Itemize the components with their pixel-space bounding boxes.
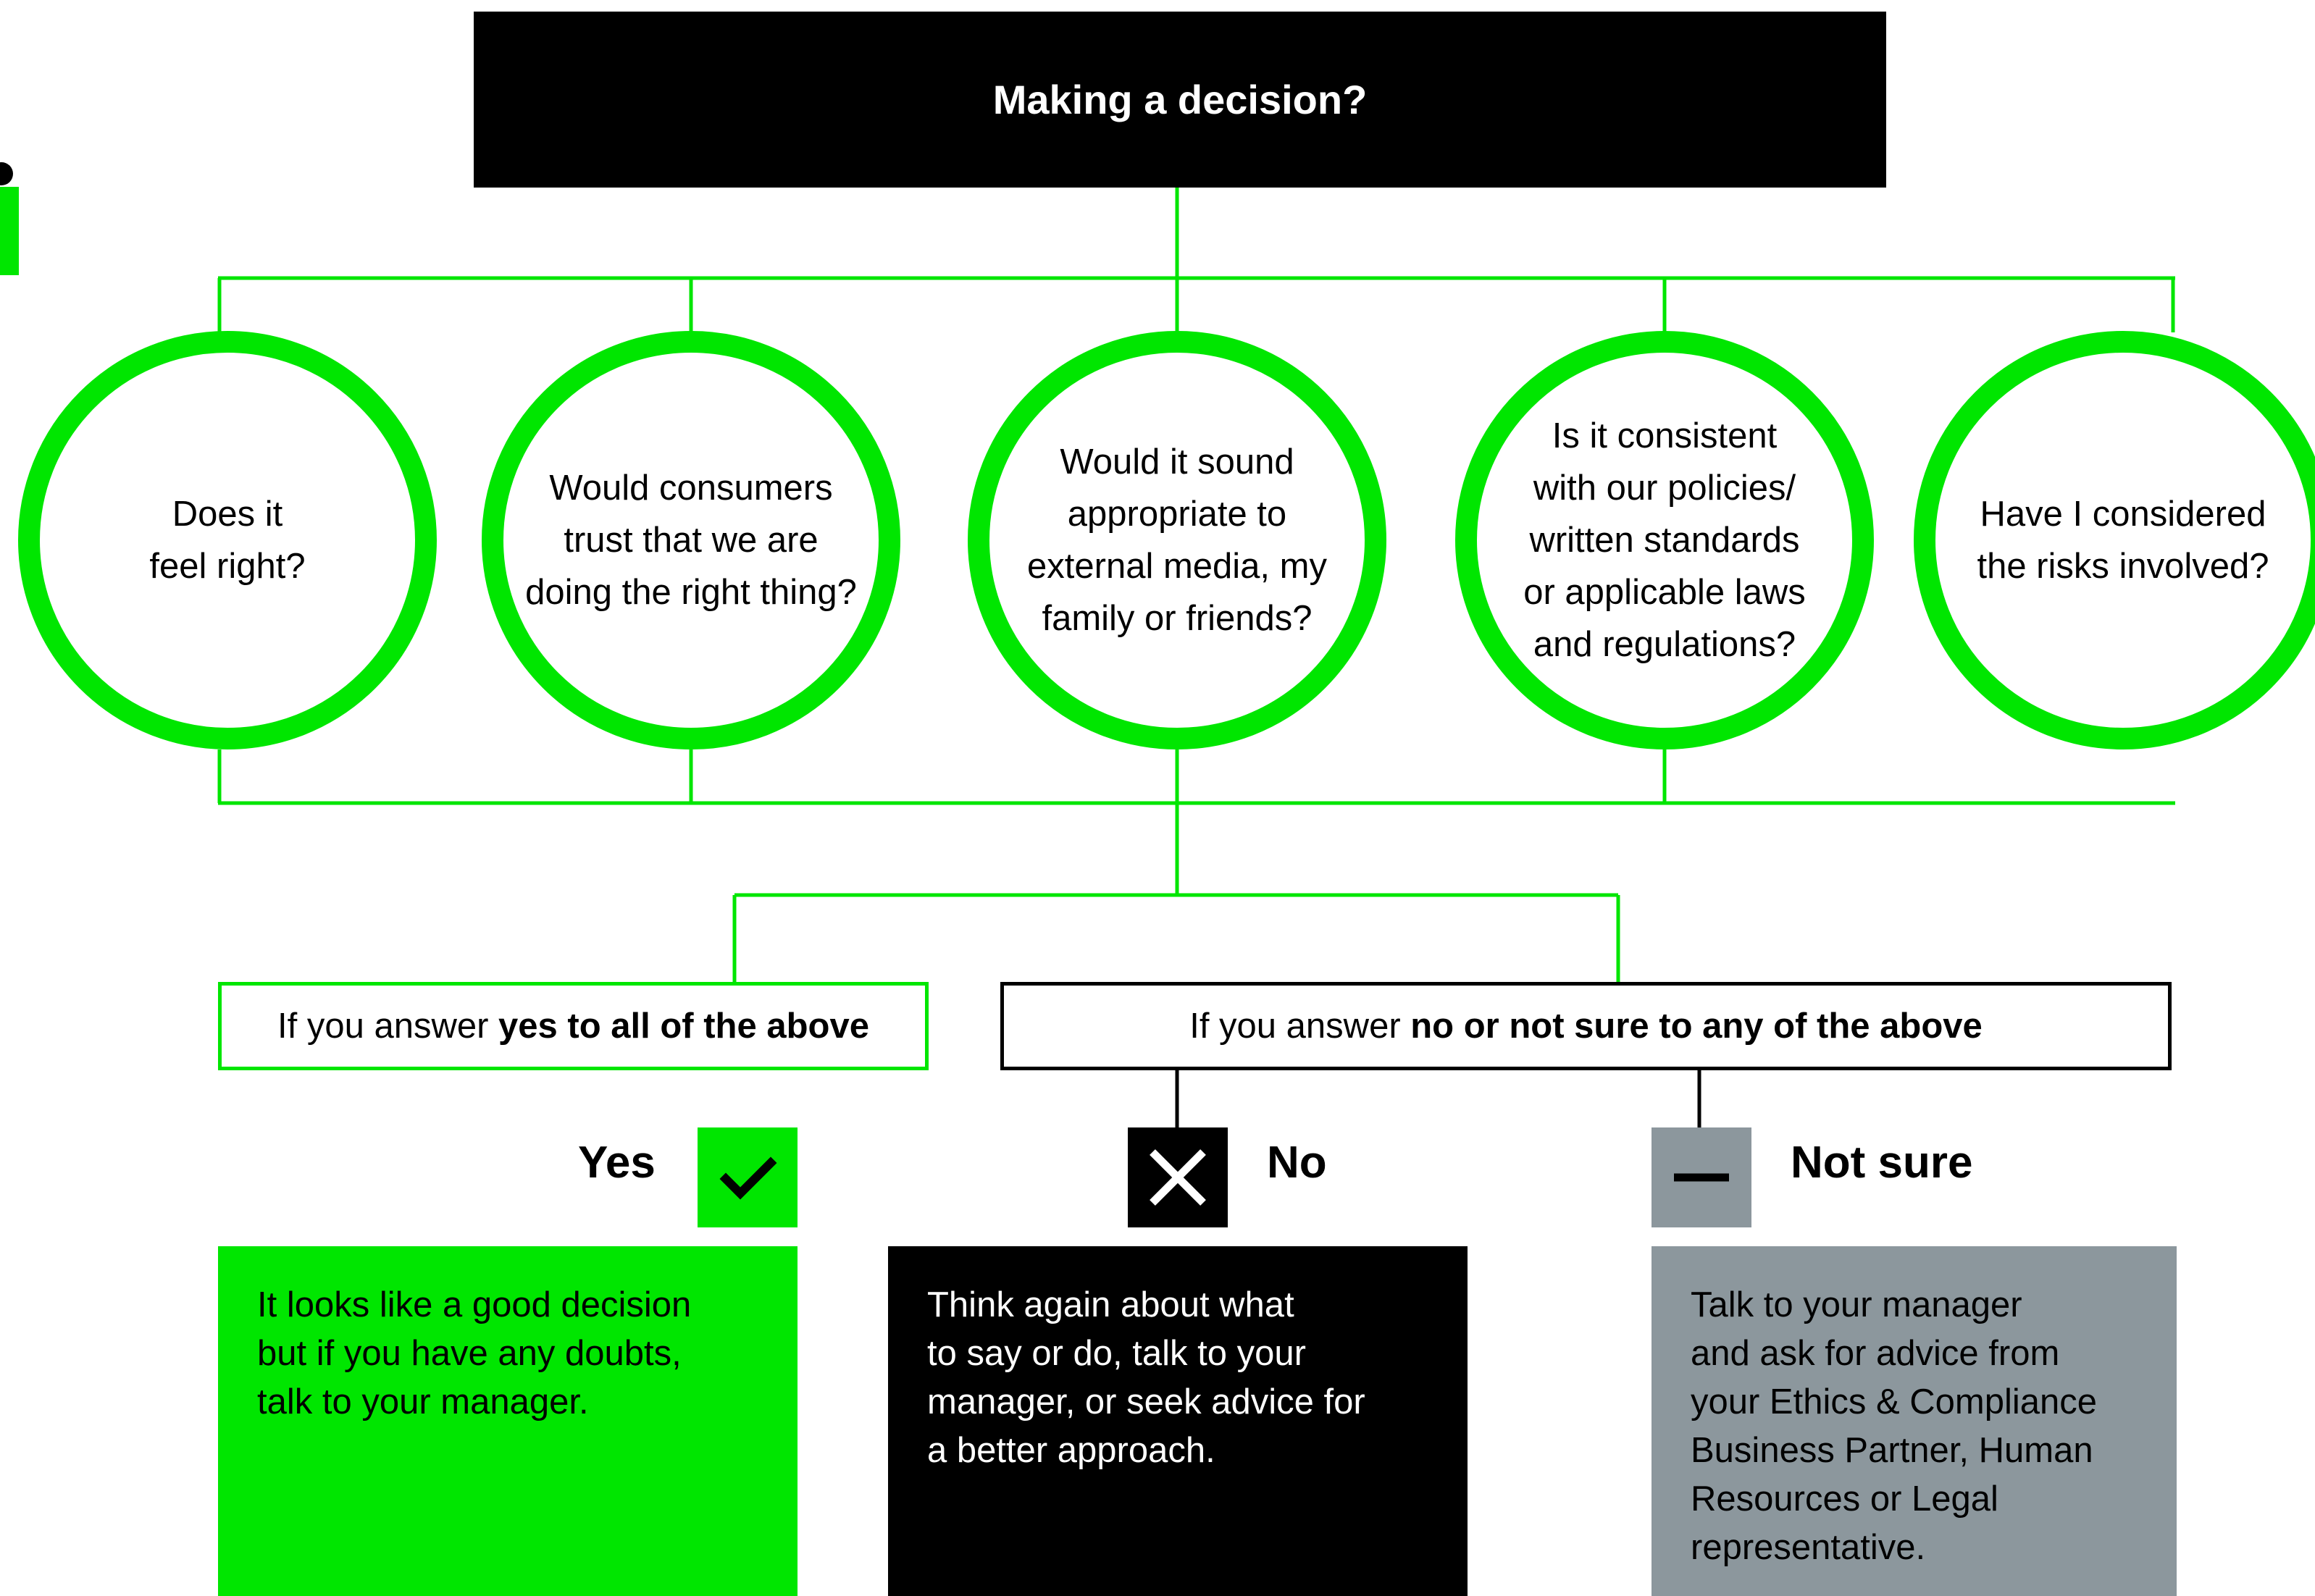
panel-line: It looks like a good decision [257,1285,692,1324]
question-circle-risks: Have I considered the risks involved? [1914,331,2315,749]
question-line: Would it sound [1060,442,1294,482]
panel-line: talk to your manager. [257,1382,589,1421]
panel-line: your Ethics & Compliance [1691,1382,2098,1421]
question-line: feel right? [149,547,306,586]
question-text: Have I considered the risks involved? [1977,488,2269,592]
question-line: and regulations? [1533,625,1796,664]
question-line: Would consumers [549,469,833,508]
question-line: or applicable laws [1523,573,1806,612]
panel-line: and ask for advice from [1691,1334,2060,1373]
panel-line: a better approach. [927,1431,1215,1470]
question-text: Is it consistent with our policies/ writ… [1523,410,1806,671]
answer-yes-bold: yes to all of the above [498,1007,869,1046]
outcome-not-sure-label: Not sure [1791,1138,1973,1188]
panel-line: Business Partner, Human [1691,1431,2093,1470]
question-circle-consumers-trust: Would consumers trust that we are doing … [482,331,900,749]
panel-line: Think again about what [927,1285,1294,1324]
panel-line: Resources or Legal [1691,1479,1998,1519]
question-text: Would it sound appropriate to external m… [1027,436,1327,644]
outcome-yes-panel: It looks like a good decision but if you… [218,1246,798,1596]
outcome-yes-label: Yes [578,1138,656,1188]
question-text: Would consumers trust that we are doing … [525,462,857,618]
title-text: Making a decision? [992,77,1368,122]
outcome-no-panel: Think again about what to say or do, tal… [888,1246,1468,1596]
question-line: family or friends? [1042,599,1313,638]
question-line: doing the right thing? [525,573,857,612]
answer-no-box: If you answer no or not sure to any of t… [1000,982,2172,1070]
question-circle-policies: Is it consistent with our policies/ writ… [1455,331,1874,749]
panel-line: to say or do, talk to your [927,1334,1306,1373]
outcome-no-label: No [1267,1138,1327,1188]
question-line: trust that we are [564,521,819,560]
question-line: the risks involved? [1977,547,2269,586]
question-circle-feel-right: Does it feel right? [18,331,437,749]
panel-line: but if you have any doubts, [257,1334,682,1373]
question-line: appropriate to [1067,495,1287,534]
title-box: Making a decision? [474,12,1886,188]
answer-yes-box: If you answer yes to all of the above [218,982,929,1070]
question-line: written standards [1529,521,1800,560]
question-line: external media, my [1027,547,1327,586]
answer-no-prefix: If you answer [1189,1007,1411,1046]
question-line: Have I considered [1980,495,2266,534]
panel-line: representative. [1691,1528,1926,1567]
outcome-not-sure-panel: Talk to your manager and ask for advice … [1652,1246,2177,1596]
panel-line: manager, or seek advice for [927,1382,1365,1421]
question-text: Does it feel right? [149,488,305,592]
cross-icon [1128,1127,1228,1227]
question-line: Does it [172,495,283,534]
panel-line: Talk to your manager [1691,1285,2022,1324]
answer-no-bold: no or not sure to any of the above [1410,1007,1983,1046]
question-line: with our policies/ [1533,469,1796,508]
question-circle-external-media: Would it sound appropriate to external m… [968,331,1386,749]
question-line: Is it consistent [1552,416,1778,455]
minus-icon [1652,1127,1751,1227]
checkmark-icon [698,1127,798,1227]
answer-yes-prefix: If you answer [277,1007,499,1046]
